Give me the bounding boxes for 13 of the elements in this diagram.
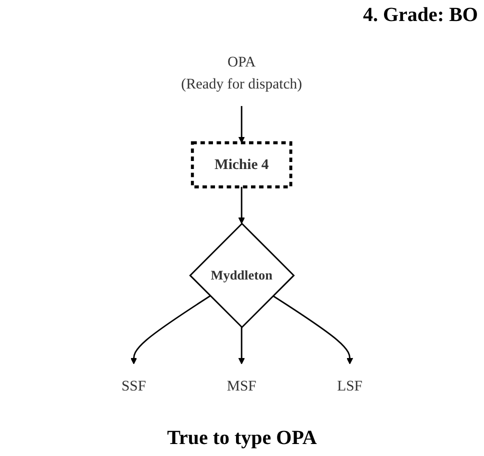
arrow [238, 186, 245, 224]
arrow [272, 295, 354, 364]
node-text: OPA (Ready for dispatch) [181, 54, 302, 92]
arrow [238, 106, 245, 144]
arrow [130, 295, 211, 364]
node-box: Michie 4 [190, 141, 292, 188]
arrow [238, 327, 245, 364]
title: 4. Grade: BO [363, 4, 478, 27]
caption: True to type OPA [166, 427, 318, 450]
node-text: MSF [226, 378, 256, 394]
node-diamond: Myddleton [189, 222, 295, 328]
node-text: LSF [337, 378, 362, 394]
node-text: SSF [122, 378, 146, 394]
